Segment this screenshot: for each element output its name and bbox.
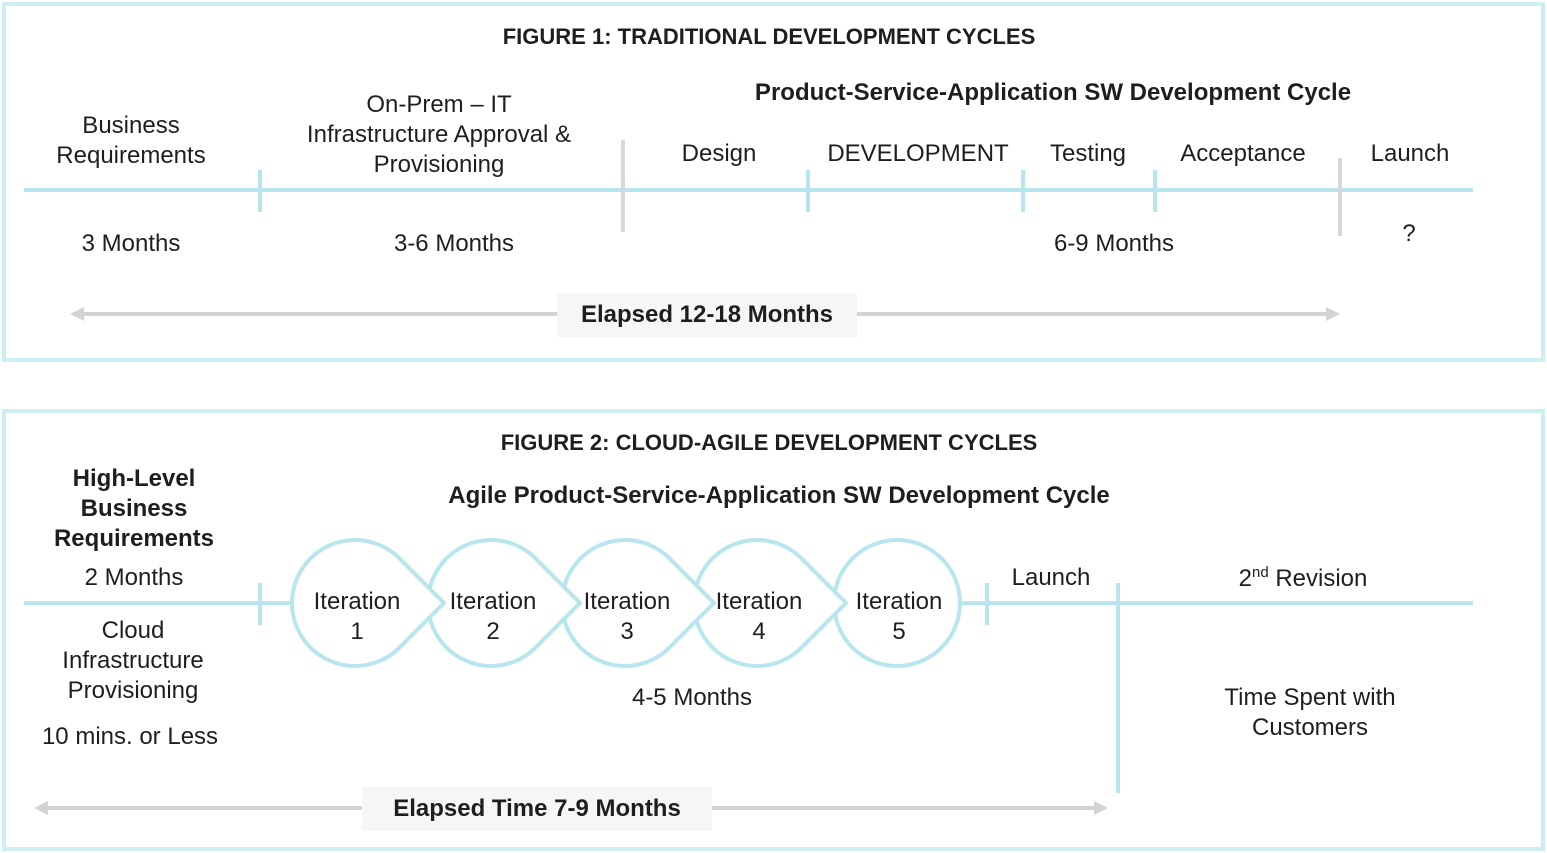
iteration-label: Iteration bbox=[450, 588, 537, 615]
figure1-panel bbox=[2, 2, 1545, 362]
phase-design: Design bbox=[681, 140, 757, 167]
duration-onprem: 3-6 Months bbox=[393, 230, 515, 257]
phase-acceptance: Acceptance bbox=[1180, 140, 1306, 167]
iteration-2: Iteration 2 bbox=[426, 538, 582, 668]
iteration-number: 4 bbox=[752, 618, 765, 645]
duration-launch: ? bbox=[1402, 220, 1416, 247]
timeline-tick bbox=[806, 170, 810, 212]
arrow-left-icon bbox=[70, 307, 84, 321]
customers-label-line2: Customers bbox=[1251, 714, 1369, 741]
iteration-5: Iteration 5 bbox=[832, 538, 962, 668]
duration-iterations: 4-5 Months bbox=[631, 684, 753, 711]
iteration-label: Iteration bbox=[716, 588, 803, 615]
onprem-label-line3: Provisioning bbox=[373, 151, 505, 178]
timeline-tick bbox=[258, 170, 262, 212]
elapsed-label: Elapsed 12-18 Months bbox=[557, 293, 857, 337]
iteration-shape bbox=[290, 538, 446, 668]
arrow-left-icon bbox=[34, 801, 48, 815]
cloud-label-line2: Infrastructure bbox=[62, 647, 204, 674]
phase-testing: Testing bbox=[1049, 140, 1127, 167]
iteration-number: 5 bbox=[892, 618, 905, 645]
iteration-4: Iteration 4 bbox=[692, 538, 848, 668]
onprem-label-line2: Infrastructure Approval & bbox=[306, 121, 572, 148]
iteration-3: Iteration 3 bbox=[560, 538, 716, 668]
figure1-title: FIGURE 1: TRADITIONAL DEVELOPMENT CYCLES bbox=[502, 24, 1036, 49]
cloud-label-line1: Cloud bbox=[101, 617, 165, 644]
second-revision-label: 2nd Revision bbox=[1239, 564, 1368, 594]
duration-development: 6-9 Months bbox=[1053, 230, 1175, 257]
timeline-tick bbox=[258, 583, 262, 625]
duration-cloud: 10 mins. or Less bbox=[41, 723, 219, 750]
iteration-label: Iteration bbox=[314, 588, 401, 615]
launch-label: Launch bbox=[1011, 564, 1091, 591]
business-requirements-label-line2: Requirements bbox=[56, 142, 206, 169]
revision-ordinal: nd bbox=[1251, 564, 1269, 581]
iteration-number: 1 bbox=[350, 618, 363, 645]
hl-requirements-line3: Requirements bbox=[53, 525, 215, 552]
arrow-right-icon bbox=[1094, 801, 1108, 815]
timeline-divider bbox=[621, 140, 625, 232]
timeline-tick bbox=[1153, 170, 1157, 212]
duration-requirements: 2 Months bbox=[84, 564, 184, 591]
figure2-cycle-title: Agile Product-Service-Application SW Dev… bbox=[448, 482, 1110, 509]
hl-requirements-line1: High-Level bbox=[72, 465, 196, 492]
figure2-panel bbox=[2, 409, 1545, 851]
duration-business: 3 Months bbox=[81, 230, 181, 257]
timeline-tick bbox=[1021, 170, 1025, 212]
phase-development: DEVELOPMENT bbox=[827, 140, 1009, 167]
figure1-timeline bbox=[24, 188, 1473, 192]
timeline-divider bbox=[1116, 583, 1120, 793]
figure1-cycle-title: Product-Service-Application SW Developme… bbox=[754, 79, 1352, 106]
iteration-1: Iteration 1 bbox=[290, 538, 446, 668]
iteration-label: Iteration bbox=[856, 588, 943, 615]
onprem-label-line1: On-Prem – IT bbox=[366, 91, 512, 118]
arrow-right-icon bbox=[1326, 307, 1340, 321]
revision-text: Revision bbox=[1268, 565, 1368, 592]
iteration-number: 2 bbox=[486, 618, 499, 645]
phase-launch: Launch bbox=[1370, 140, 1450, 167]
customers-label-line1: Time Spent with bbox=[1224, 684, 1396, 711]
figure2-title: FIGURE 2: CLOUD-AGILE DEVELOPMENT CYCLES bbox=[500, 430, 1038, 455]
iteration-number: 3 bbox=[620, 618, 633, 645]
business-requirements-label-line1: Business bbox=[82, 112, 180, 139]
timeline-divider bbox=[1338, 158, 1342, 236]
cloud-label-line3: Provisioning bbox=[67, 677, 199, 704]
timeline-tick bbox=[985, 583, 989, 625]
hl-requirements-line2: Business bbox=[80, 495, 188, 522]
iteration-label: Iteration bbox=[584, 588, 671, 615]
revision-number: 2 bbox=[1238, 565, 1252, 592]
elapsed-label-2: Elapsed Time 7-9 Months bbox=[362, 787, 712, 831]
